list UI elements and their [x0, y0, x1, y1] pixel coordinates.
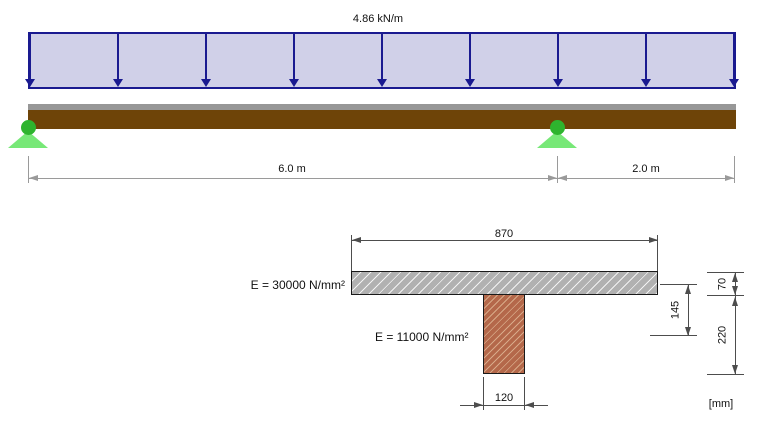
extension-line	[28, 156, 29, 183]
beam	[28, 104, 736, 129]
extension-line	[734, 156, 735, 183]
flange-modulus-label: E = 30000 N/mm²	[250, 278, 345, 292]
dimension-line	[28, 178, 557, 179]
left-span-label: 6.0 m	[278, 163, 306, 175]
arrow-left-icon	[525, 402, 534, 408]
arrow-up-icon	[732, 273, 738, 282]
arrow-down-icon	[732, 365, 738, 374]
extension-line	[524, 377, 525, 410]
dimension-line	[688, 284, 689, 336]
centroid-offset-label: 145	[669, 300, 682, 320]
web-modulus-label: E = 11000 N/mm²	[375, 330, 469, 344]
arrow-right-icon	[548, 175, 557, 181]
extension-line	[657, 235, 658, 271]
flange-height-label: 70	[716, 277, 729, 291]
support-pin-left	[21, 120, 36, 135]
distributed-load-area	[25, 32, 739, 89]
section-flange	[351, 271, 658, 295]
arrow-right-icon	[649, 237, 658, 243]
arrow-up-icon	[732, 297, 738, 306]
extension-line	[351, 235, 352, 271]
arrow-left-icon	[558, 175, 567, 181]
support-pin-middle	[550, 120, 565, 135]
load-arrow-icon	[641, 34, 651, 87]
load-arrow-icon	[289, 34, 299, 87]
load-arrow-icon	[113, 34, 123, 87]
arrow-left-icon	[29, 175, 38, 181]
load-arrow-icon	[201, 34, 211, 87]
load-arrow-icon	[553, 34, 563, 87]
extension-line	[483, 377, 484, 410]
web-height-label: 220	[716, 325, 729, 345]
reference-line	[707, 295, 744, 296]
reference-line	[660, 284, 697, 285]
reference-line	[707, 374, 744, 375]
dimension-line	[351, 240, 658, 241]
arrow-down-icon	[732, 286, 738, 295]
flange-width-label: 870	[494, 228, 514, 240]
support-triangle-middle	[537, 131, 577, 148]
load-arrow-icon	[729, 34, 739, 87]
dimension-line	[460, 405, 548, 406]
units-label: [mm]	[708, 398, 734, 410]
arrow-left-icon	[352, 237, 361, 243]
web-width-label: 120	[494, 392, 514, 404]
load-arrow-icon	[25, 34, 35, 87]
support-triangle-left	[8, 131, 48, 148]
reference-line	[650, 335, 697, 336]
load-arrow-icon	[465, 34, 475, 87]
section-web	[483, 295, 525, 374]
right-span-label: 2.0 m	[632, 163, 660, 175]
arrow-right-icon	[474, 402, 483, 408]
extension-line	[557, 156, 558, 183]
arrow-right-icon	[725, 175, 734, 181]
dimension-line	[557, 178, 734, 179]
load-arrow-icon	[377, 34, 387, 87]
load-value-label: 4.86 kN/m	[352, 13, 404, 25]
arrow-up-icon	[685, 285, 691, 294]
reference-line	[707, 272, 744, 273]
dimension-line	[735, 272, 736, 375]
arrow-down-icon	[685, 327, 691, 336]
